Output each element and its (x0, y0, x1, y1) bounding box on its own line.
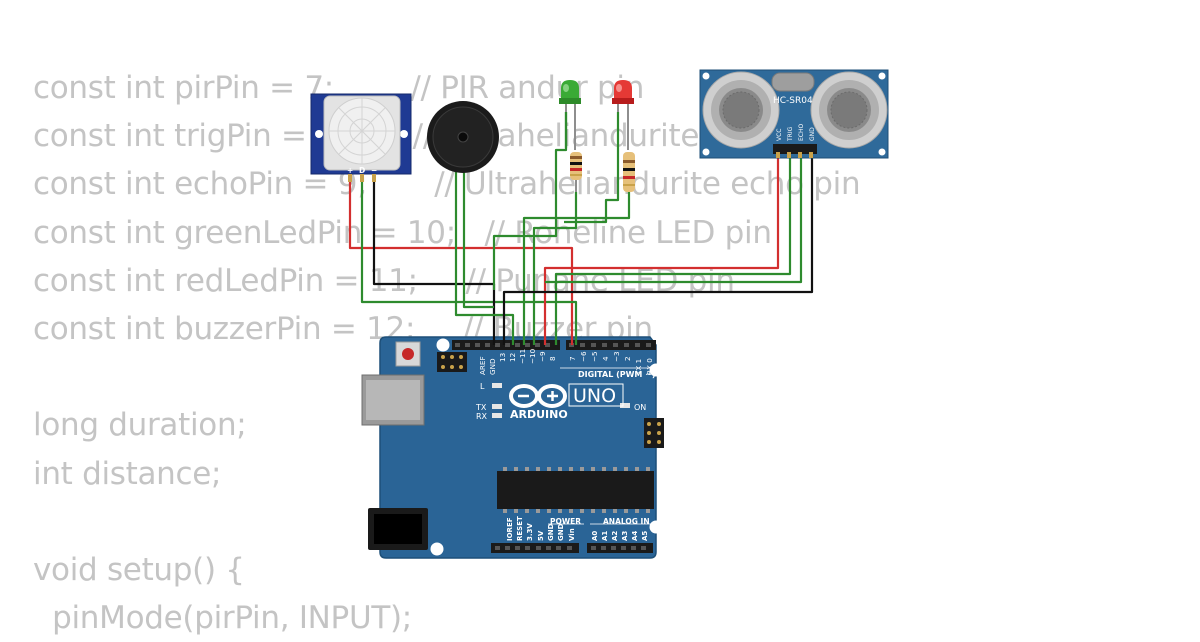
pin-label: 2 (623, 356, 632, 361)
icsp-header-2 (644, 418, 664, 448)
power-label: POWER (550, 517, 581, 526)
pin-label: 8 (548, 356, 557, 361)
pin-label: A3 (621, 531, 629, 541)
mount-hole (430, 542, 444, 556)
mount-hole (649, 363, 663, 377)
wire-red-led-gnd (564, 112, 620, 224)
digital-pin-labels: AREF GND 13 12 ~11 ~10 ~9 8 7 ~6 ~5 4 ~3… (478, 348, 654, 376)
wire-us-gnd (502, 152, 814, 345)
pin-label: Vin (568, 528, 576, 541)
ultrasonic-pin-labels: VCC TRIG ECHO GND (776, 124, 816, 142)
svg-text:GND: GND (809, 127, 816, 141)
code-line: void setup() { (33, 551, 245, 588)
ultrasonic-label: HC-SR04 (773, 96, 813, 106)
mount-hole (649, 520, 663, 534)
pin-label: 12 (508, 353, 517, 362)
wire-pir-vcc (348, 178, 574, 345)
digital-pwm-label: DIGITAL (PWM ~) (578, 370, 656, 379)
svg-text:−: − (371, 166, 377, 175)
pin-label: 7 (568, 356, 577, 361)
analog-in-label: ANALOG IN (603, 517, 650, 526)
pin-label: TX 1 (634, 359, 643, 376)
atmega-chip (497, 467, 654, 513)
wire-pir-gnd (372, 178, 496, 345)
pin-label: 13 (498, 353, 507, 362)
pin-label: 5V (537, 530, 545, 541)
onboard-leds: L TX RX ON (475, 382, 646, 421)
pin-label: A5 (641, 531, 649, 541)
pin-label: AREF (478, 356, 487, 375)
pin-label: 3.3V (526, 523, 534, 541)
buzzer[interactable] (427, 101, 499, 173)
pin-label: ~3 (612, 351, 621, 362)
pin-label: ~9 (538, 351, 547, 362)
crystal (771, 72, 815, 92)
svg-text:VCC: VCC (776, 129, 783, 141)
analog-pin-labels: A0 A1 A2 A3 A4 A5 (591, 531, 649, 541)
svg-text:TX: TX (475, 403, 487, 412)
resistor-red[interactable] (623, 152, 635, 192)
svg-text:ON: ON (634, 403, 646, 412)
transducer-left (702, 71, 780, 149)
wires (348, 112, 814, 345)
pir-pins (348, 174, 376, 182)
pir-pin-labels: + D − (347, 166, 377, 175)
arduino-model: UNO (573, 385, 616, 407)
wire-us-trig (554, 152, 792, 345)
wire-us-echo (545, 152, 803, 284)
pin-label: A1 (601, 531, 609, 541)
pin-label: A2 (611, 531, 619, 541)
green-led[interactable] (559, 80, 581, 150)
power-pin-header[interactable] (491, 543, 579, 553)
arduino-uno-board[interactable]: AREF GND 13 12 ~11 ~10 ~9 8 7 ~6 ~5 4 ~3… (361, 336, 664, 559)
code-line: const int greenLedPin = 10; // Roheline … (33, 214, 772, 251)
svg-text:TRIG: TRIG (787, 126, 794, 142)
power-pin-labels: IOREF RESET 3.3V 5V GND GND Vin (506, 516, 576, 541)
ultrasonic-sensor[interactable]: HC-SR04 VCC TRIG ECHO GND (699, 69, 889, 159)
red-led[interactable] (612, 80, 634, 150)
arduino-logo: ARDUINO UNO (509, 383, 624, 421)
pin-label: RESET (516, 516, 524, 541)
mount-hole (436, 338, 450, 352)
pin-label: ~5 (590, 351, 599, 362)
wire-buzzer-2 (462, 168, 494, 309)
pin-label: RX 0 (645, 358, 654, 375)
svg-text:L: L (480, 382, 485, 391)
digital-pin-header[interactable] (452, 340, 656, 350)
code-line: const int echoPin = 9; // Ultraheliandur… (33, 166, 861, 203)
pin-label: GND (488, 358, 497, 375)
arduino-brand: ARDUINO (510, 408, 568, 421)
wire-red-led (522, 192, 631, 345)
icsp-header (437, 352, 467, 372)
pin-label: ~6 (579, 351, 588, 362)
analog-pin-header[interactable] (587, 543, 653, 553)
svg-text:RX: RX (476, 412, 488, 421)
pin-label: IOREF (506, 517, 514, 541)
svg-text:D: D (359, 166, 365, 175)
pir-sensor[interactable]: + D − (310, 93, 412, 182)
wire-buzzer-1 (454, 168, 515, 345)
wire-green-led-gnd (492, 112, 568, 290)
pin-label: GND (557, 523, 565, 541)
pin-label: A4 (631, 531, 639, 541)
wire-pir-signal (360, 178, 578, 345)
pin-label: GND (547, 523, 555, 541)
code-line: long duration; (33, 407, 247, 444)
transducer-right (810, 71, 888, 149)
svg-text:ECHO: ECHO (798, 124, 805, 141)
pin-label: 4 (601, 356, 610, 361)
wire-us-vcc (543, 152, 780, 345)
svg-text:+: + (347, 166, 353, 175)
ultrasonic-pins (773, 144, 817, 158)
code-line: int distance; (33, 455, 222, 492)
resistor-green[interactable] (570, 152, 582, 192)
pin-label: ~10 (528, 348, 537, 364)
pin-label: A0 (591, 531, 599, 541)
pin-label: ~11 (518, 349, 527, 364)
